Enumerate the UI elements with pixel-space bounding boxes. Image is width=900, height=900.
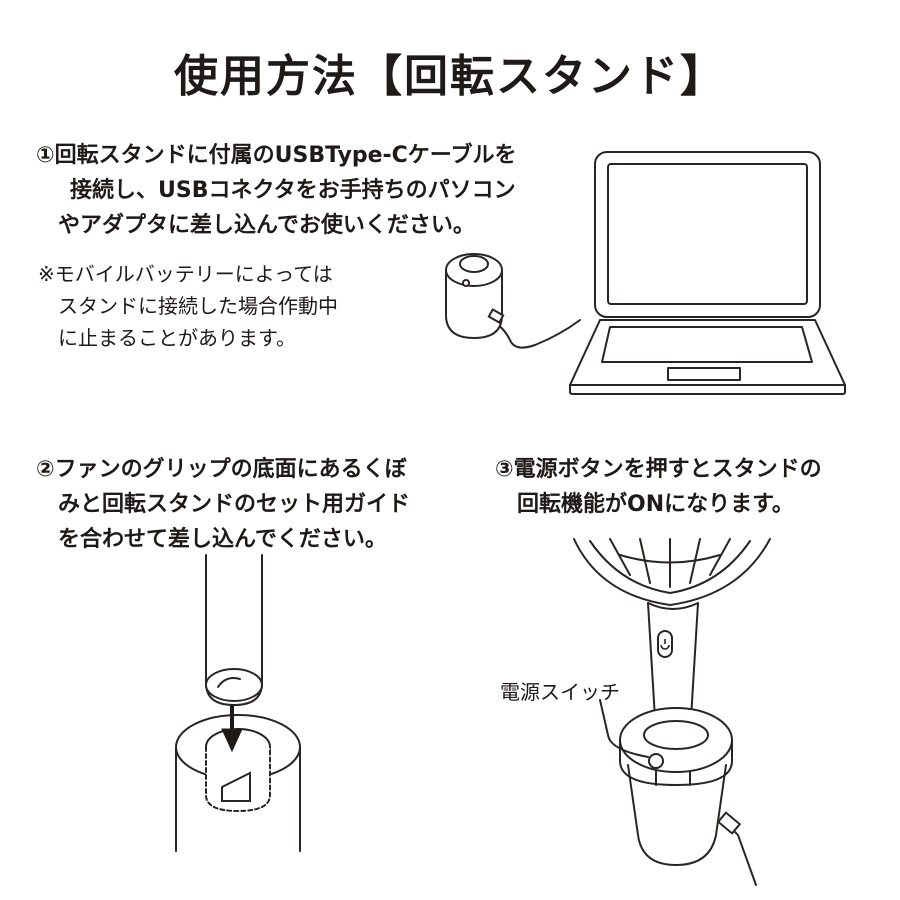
- power-switch-callout: 電源スイッチ: [500, 680, 620, 704]
- note-line-1: ※モバイルバッテリーによっては: [38, 262, 333, 286]
- fan-on-stand-illustration: [573, 538, 771, 886]
- step-1-line-2: 接続し、USBコネクタをお手持ちのパソコン: [70, 178, 516, 203]
- page-title: 使用方法【回転スタンド】: [174, 51, 726, 102]
- step-3-line-2: 回転機能がONになります。: [517, 492, 794, 517]
- step-1-text: ①回転スタンドに付属のUSBType-Cケーブルを 接続し、USBコネクタをお手…: [36, 138, 516, 243]
- note-line-3: に止まることがあります。: [58, 326, 296, 350]
- step-2-line-3: を合わせて差し込んでください。: [58, 527, 387, 552]
- grip-arrow-illustration: [175, 554, 301, 852]
- step-3-line-1: ③電源ボタンを押すとスタンドの: [495, 457, 822, 482]
- note-text: ※モバイルバッテリーによっては スタンドに接続した場合作動中 に止まることがあり…: [38, 258, 338, 354]
- step-3-text: ③電源ボタンを押すとスタンドの 回転機能がONになります。: [495, 452, 822, 522]
- power-icon: [660, 639, 670, 650]
- step-2-line-1: ②ファンのグリップの底面にあるくぼ: [36, 457, 407, 482]
- stand-illustration: [445, 253, 505, 340]
- step-2-line-2: みと回転スタンドのセット用ガイド: [58, 492, 411, 517]
- laptop-illustration: [445, 151, 846, 395]
- step-1-line-3: やアダプタに差し込んでお使いください。: [58, 213, 475, 238]
- note-line-2: スタンドに接続した場合作動中: [58, 294, 338, 318]
- step-1-line-1: ①回転スタンドに付属のUSBType-Cケーブルを: [36, 143, 517, 168]
- step-2-text: ②ファンのグリップの底面にあるくぼ みと回転スタンドのセット用ガイド を合わせて…: [36, 452, 410, 557]
